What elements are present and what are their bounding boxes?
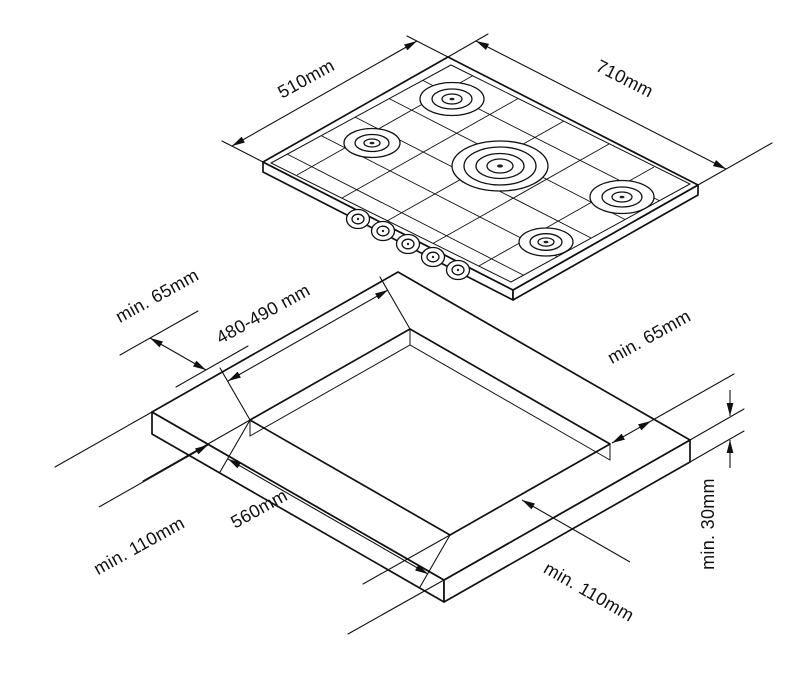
burner-wok xyxy=(451,140,549,192)
control-knob xyxy=(445,259,471,281)
dim-min65-side-label: min. 65mm xyxy=(604,306,694,368)
dim-min65-rear-label: min. 65mm xyxy=(112,265,202,327)
dim-510-label: 510mm xyxy=(274,55,338,102)
control-knobs xyxy=(345,208,471,281)
dim-min30-label: min. 30mm xyxy=(698,478,718,570)
dim-min30: min. 30mm xyxy=(689,390,745,570)
burner-back-left xyxy=(343,127,401,159)
dim-min110-left-label: min. 110mm xyxy=(90,513,188,579)
control-knob xyxy=(395,233,421,255)
control-knob xyxy=(420,246,446,268)
dim-min110-left: min. 110mm xyxy=(54,411,251,579)
burner-front-left xyxy=(518,227,574,257)
burner-front-right xyxy=(589,179,655,215)
dim-min110-front-label: min. 110mm xyxy=(540,558,637,626)
dim-710-label: 710mm xyxy=(593,56,657,102)
burner-back-right xyxy=(419,81,485,117)
control-knob xyxy=(370,220,396,242)
cutout-inner-walls xyxy=(249,328,611,461)
control-knob xyxy=(345,208,371,230)
